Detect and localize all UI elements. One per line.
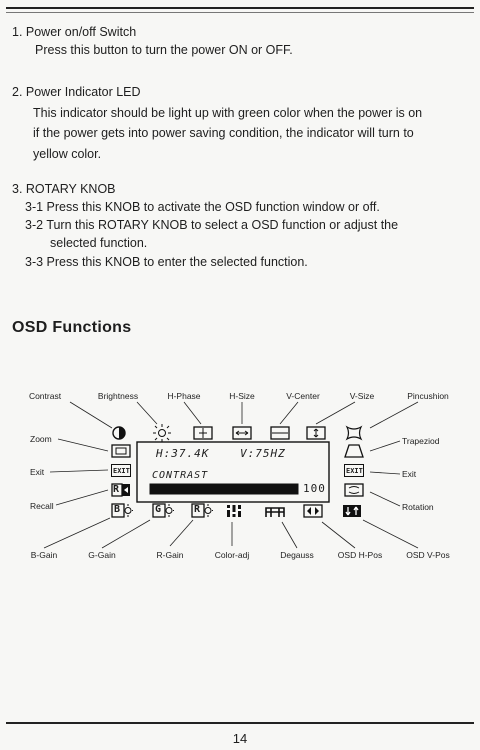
b-gain-icon[interactable]: B — [111, 503, 133, 518]
label-b-gain: B-Gain — [30, 550, 58, 560]
g-gain-icon[interactable]: G — [152, 503, 174, 518]
osd-h-position-icon[interactable] — [303, 504, 323, 518]
section3-item: 3-1 Press this KNOB to activate the OSD … — [25, 200, 380, 214]
label-degauss: Degauss — [280, 550, 314, 560]
page-number: 14 — [232, 731, 248, 746]
label-r-gain: R-Gain — [156, 550, 184, 560]
exit-icon-left[interactable]: EXIT — [111, 464, 131, 477]
brightness-icon[interactable] — [153, 424, 171, 442]
h-frequency: H:37.4K — [156, 447, 210, 460]
osd-v-position-icon[interactable] — [342, 504, 362, 518]
label-contrast: Contrast — [28, 391, 62, 401]
v-size-icon[interactable] — [306, 426, 326, 440]
label-pincushion: Pincushion — [407, 391, 449, 401]
contrast-level-bar — [150, 484, 298, 494]
label-osd-h-pos: OSD H-Pos — [337, 550, 383, 560]
label-zoom: Zoom — [30, 434, 52, 444]
label-color-adj: Color-adj — [214, 550, 250, 560]
bottom-rule — [6, 722, 474, 724]
degauss-icon[interactable] — [264, 504, 286, 519]
label-g-gain: G-Gain — [88, 550, 116, 560]
label-trapezoid: Trapeziod — [402, 436, 440, 446]
v-frequency: V:75HZ — [240, 447, 286, 460]
top-rule-thin — [6, 12, 474, 13]
section3-item: selected function. — [50, 236, 148, 250]
section2-line: This indicator should be light up with g… — [33, 106, 423, 120]
label-exit-right: Exit — [402, 469, 417, 479]
contrast-icon[interactable] — [111, 425, 127, 441]
function-value: 100 — [303, 482, 326, 495]
h-size-icon[interactable] — [232, 426, 252, 440]
section3-item: 3-3 Press this KNOB to enter the selecte… — [25, 255, 308, 269]
label-brightness: Brightness — [97, 391, 139, 401]
section2-title: 2. Power Indicator LED — [12, 85, 141, 99]
label-rotation: Rotation — [402, 502, 434, 512]
label-h-phase: H-Phase — [167, 391, 201, 401]
color-adjust-icon[interactable] — [225, 503, 243, 519]
osd-heading: OSD Functions — [12, 319, 132, 336]
section3-title: 3. ROTARY KNOB — [12, 182, 116, 196]
label-h-size: H-Size — [229, 391, 255, 401]
label-v-size: V-Size — [349, 391, 375, 401]
function-name: CONTRAST — [152, 470, 209, 481]
recall-icon[interactable]: R — [111, 483, 131, 497]
pincushion-icon[interactable] — [345, 425, 363, 441]
section1-body: Press this button to turn the power ON o… — [35, 43, 293, 57]
label-v-center: V-Center — [286, 391, 320, 401]
rotation-icon[interactable] — [344, 483, 364, 497]
section3-item: 3-2 Turn this ROTARY KNOB to select a OS… — [25, 218, 399, 232]
zoom-icon[interactable] — [111, 444, 131, 458]
section2-line: yellow color. — [33, 147, 102, 161]
r-gain-icon[interactable]: R — [191, 503, 213, 518]
v-center-icon[interactable] — [270, 426, 290, 440]
h-phase-icon[interactable] — [193, 426, 213, 440]
section1-title: 1. Power on/off Switch — [12, 25, 137, 39]
exit-icon-right[interactable]: EXIT — [344, 464, 364, 477]
label-exit-left: Exit — [30, 467, 45, 477]
trapezoid-icon[interactable] — [344, 444, 364, 458]
label-recall: Recall — [30, 501, 54, 511]
label-osd-v-pos: OSD V-Pos — [406, 550, 450, 560]
top-rule — [6, 7, 474, 9]
section2-line: if the power gets into power saving cond… — [33, 126, 414, 140]
